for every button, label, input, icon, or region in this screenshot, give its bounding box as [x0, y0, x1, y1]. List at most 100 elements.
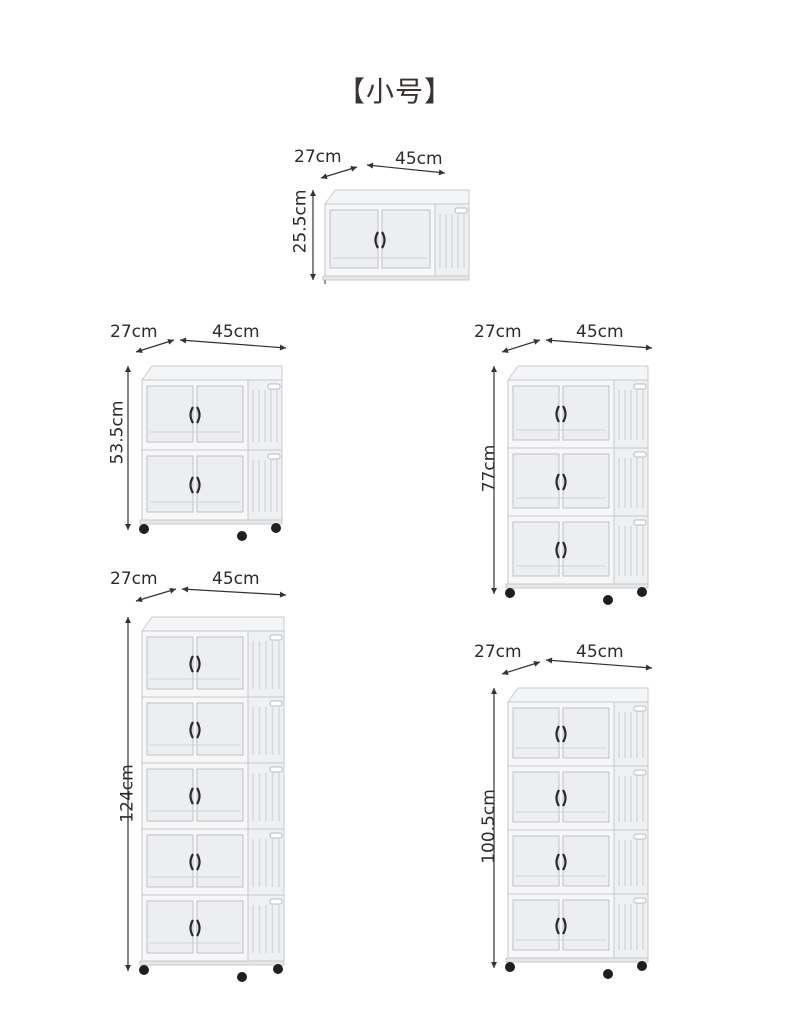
width-label: 45cm: [212, 322, 260, 342]
tier-1: [141, 630, 285, 698]
width-arrow: [545, 337, 653, 351]
handle: [196, 721, 201, 739]
lid: [141, 616, 285, 632]
height-label: 25.5cm: [290, 189, 311, 254]
cabinet-drawing: [491, 657, 653, 979]
height-arrow: [491, 688, 497, 968]
wheel: [505, 962, 515, 972]
tier-1: [324, 203, 470, 277]
lid: [507, 365, 649, 381]
door-right: [196, 900, 244, 954]
storage-unit-2-tier: 27cm 45cm 53.5cm: [100, 318, 300, 541]
height-arrow: [125, 366, 131, 530]
handle: [196, 476, 201, 494]
handle: [196, 787, 201, 805]
handle: [562, 473, 567, 491]
door-left: [146, 636, 194, 690]
handle: [189, 655, 194, 673]
wheel: [237, 972, 247, 982]
base: [505, 957, 649, 963]
door-right: [562, 453, 610, 509]
storage-unit-1-tier: 27cm 45cm 25.5cm: [285, 145, 475, 284]
tier-4: [507, 893, 649, 959]
handle: [189, 787, 194, 805]
width-label: 45cm: [576, 322, 624, 342]
handle: [189, 853, 194, 871]
handle: [189, 476, 194, 494]
door-left: [512, 707, 560, 759]
wheel: [139, 524, 149, 534]
door-left: [146, 455, 194, 513]
cabinet-drawing: [310, 162, 470, 284]
height-arrow: [491, 366, 497, 594]
door-right: [196, 702, 244, 756]
handle: [562, 853, 567, 871]
door-left: [146, 834, 194, 888]
handle: [555, 405, 560, 423]
width-label: 45cm: [212, 569, 260, 589]
height-label: 100.5cm: [478, 789, 499, 864]
door-right: [562, 707, 610, 759]
base: [322, 275, 470, 281]
tier-3: [507, 829, 649, 895]
handle: [189, 919, 194, 937]
handle: [555, 473, 560, 491]
storage-unit-5-tier: 27cm 45cm 124cm: [100, 565, 300, 982]
door-left: [512, 385, 560, 441]
handle: [555, 917, 560, 935]
height-label: 124cm: [117, 764, 138, 823]
wheel: [139, 965, 149, 975]
handle: [381, 231, 386, 249]
depth-label: 27cm: [110, 322, 158, 342]
handle: [555, 853, 560, 871]
tier-2: [141, 696, 285, 764]
door-right: [562, 385, 610, 441]
tier-1: [507, 379, 649, 449]
handle: [189, 721, 194, 739]
base: [139, 960, 285, 966]
depth-arrow: [135, 338, 175, 354]
storage-unit-4-tier: 27cm 45cm 100.5cm: [466, 638, 666, 979]
size-title: 【小号】: [336, 75, 453, 108]
door-left: [512, 771, 560, 823]
handle: [196, 655, 201, 673]
handle: [555, 789, 560, 807]
cabinet-drawing: [491, 337, 653, 605]
door-right: [562, 771, 610, 823]
depth-label: 27cm: [294, 147, 342, 167]
door-right: [196, 834, 244, 888]
wheel: [271, 523, 281, 533]
door-left: [512, 899, 560, 951]
width-label: 45cm: [576, 642, 624, 662]
tier-1: [141, 379, 283, 451]
door-right: [196, 768, 244, 822]
height-label: 53.5cm: [107, 400, 128, 465]
tier-2: [141, 449, 283, 521]
tier-3: [507, 515, 649, 585]
height-arrow: [125, 617, 131, 971]
tier-5: [141, 894, 285, 962]
handle: [562, 725, 567, 743]
tier-3: [141, 762, 285, 830]
door-left: [512, 835, 560, 887]
tier-2: [507, 447, 649, 517]
handle: [196, 919, 201, 937]
base: [139, 519, 283, 525]
width-arrow: [545, 657, 653, 671]
door-left: [512, 453, 560, 509]
wheel: [637, 587, 647, 597]
wheel: [637, 961, 647, 971]
wheel: [273, 964, 283, 974]
handle: [196, 406, 201, 424]
lid: [324, 189, 470, 205]
wheel: [505, 588, 515, 598]
door-right: [562, 521, 610, 577]
handle: [562, 917, 567, 935]
cabinet-drawing: [125, 337, 287, 541]
wheel: [237, 531, 247, 541]
width-label: 45cm: [395, 149, 443, 169]
depth-arrow: [501, 338, 541, 354]
depth-arrow: [320, 165, 358, 180]
handle: [189, 406, 194, 424]
width-arrow: [181, 586, 287, 598]
